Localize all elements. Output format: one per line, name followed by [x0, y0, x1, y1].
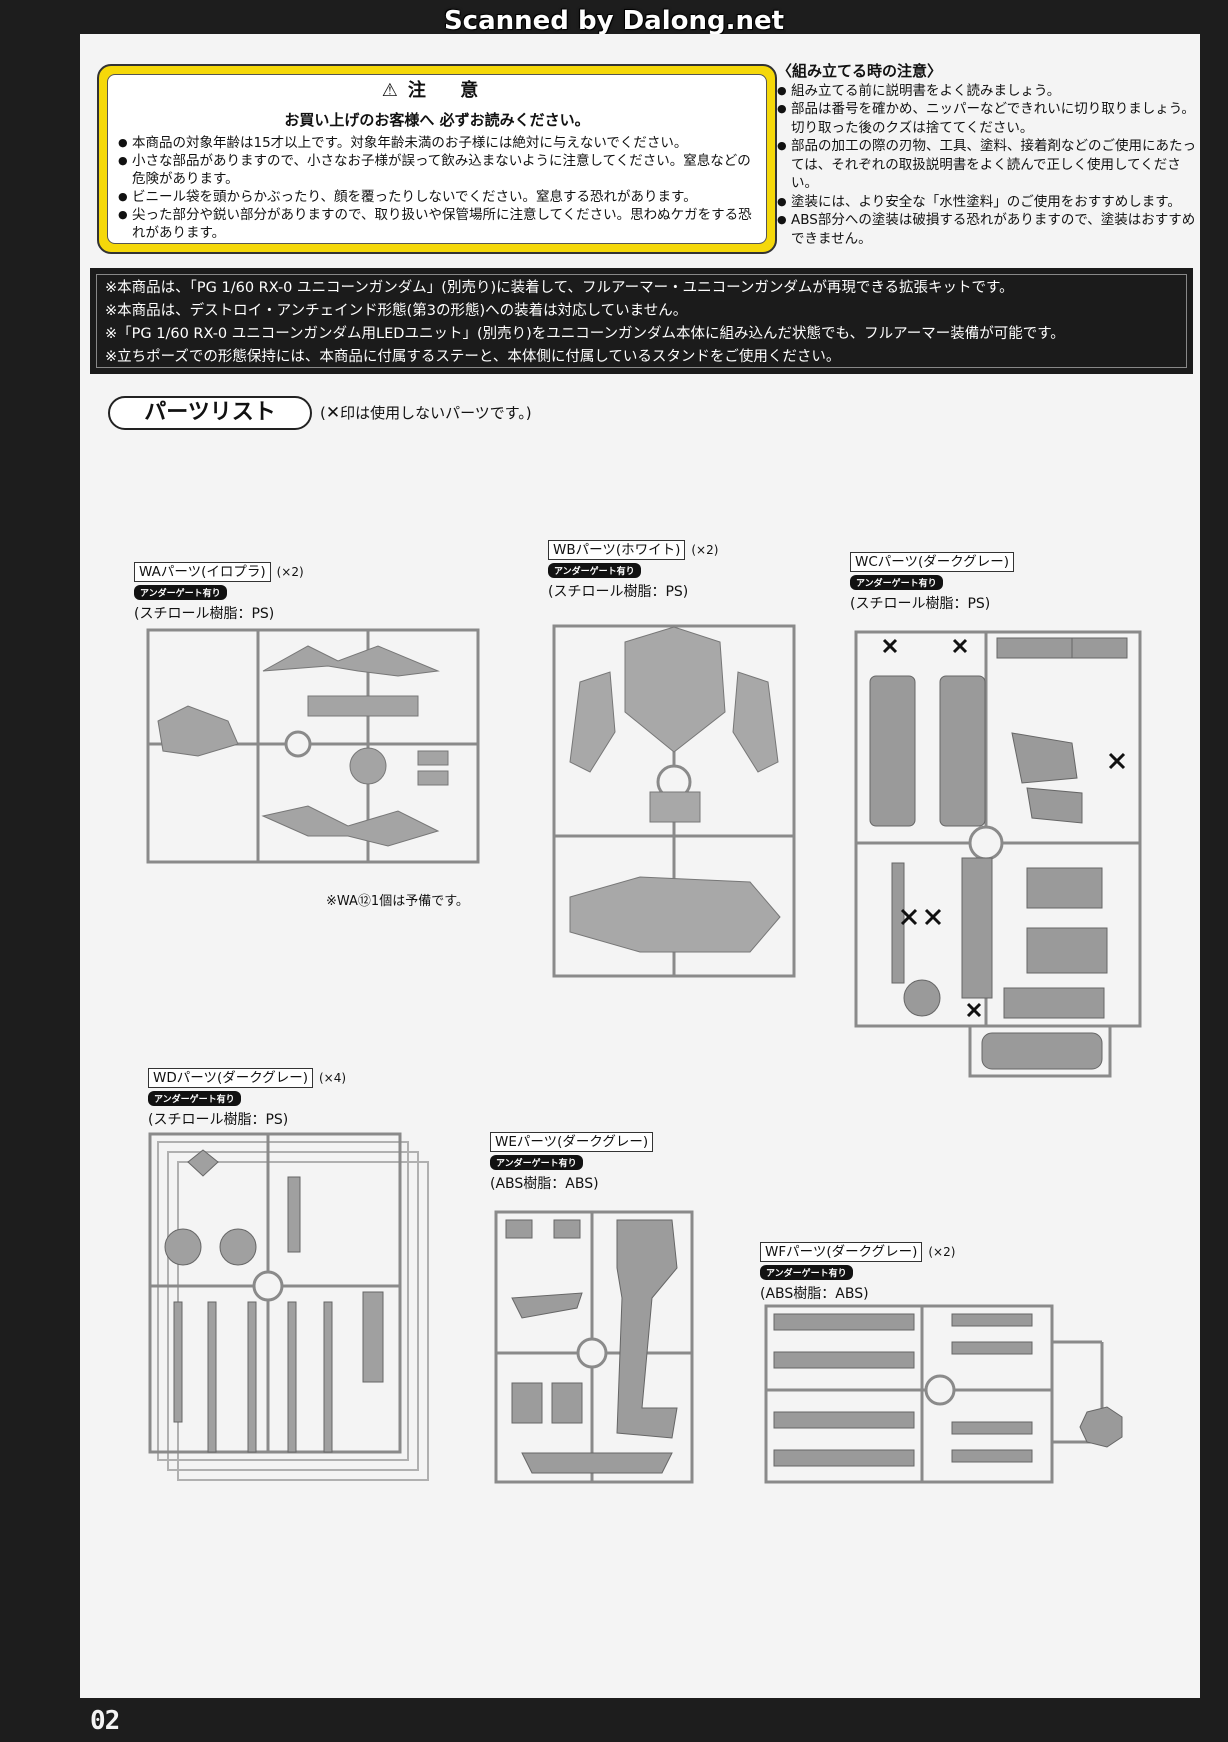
runner-label-we: WEパーツ(ダークグレー) アンダーゲート有り (ABS樹脂：ABS)	[490, 1132, 659, 1193]
under-gate-badge: アンダーゲート有り	[148, 1091, 241, 1106]
assembly-notes: 〈組み立てる時の注意〉 組み立てる前に説明書をよく読みましょう。 部品は番号を確…	[777, 62, 1197, 248]
caution-item: ビニール袋を頭からかぶったり、顔を覆ったりしないでください。窒息する恐れがありま…	[118, 188, 756, 206]
notice-line: ※「PG 1/60 RX-0 ユニコーンガンダム用LEDユニット」(別売り)をユ…	[105, 326, 1065, 342]
under-gate-badge: アンダーゲート有り	[134, 585, 227, 600]
assembly-notes-title: 〈組み立てる時の注意〉	[777, 62, 943, 80]
runner-label-wf: WFパーツ(ダークグレー)(×2) アンダーゲート有り (ABS樹脂：ABS)	[760, 1242, 956, 1302]
runner-wd-drawing	[148, 1132, 429, 1481]
runner-wb-drawing	[552, 624, 796, 978]
page-number: 02	[90, 1706, 120, 1736]
warning-icon: ⚠	[381, 80, 398, 101]
runner-label-wc: WCパーツ(ダークグレー) アンダーゲート有り (スチロール樹脂：PS)	[850, 552, 1020, 613]
parts-list-note: (✕印は使用しないパーツです。)	[320, 403, 532, 423]
runner-wa-drawing	[146, 628, 480, 864]
runner-label-wa: WAパーツ(イロプラ)(×2) アンダーゲート有り (スチロール樹脂：PS)	[134, 562, 304, 622]
under-gate-badge: アンダーゲート有り	[548, 563, 641, 578]
assembly-note-item: 部品の加工の際の刃物、工具、塗料、接着剤などのご使用にあたっては、それぞれの取扱…	[777, 137, 1197, 193]
caution-title: ⚠注 意	[381, 80, 493, 101]
unused-mark-icon: ✕	[325, 403, 341, 423]
watermark: Scanned by Dalong.net	[443, 6, 785, 36]
runner-wf-drawing	[764, 1304, 1123, 1484]
runner-wc-drawing	[854, 630, 1142, 1078]
caution-box: ⚠注 意 お買い上げのお客様へ 必ずお読みください。 本商品の対象年齢は15才以…	[97, 64, 777, 254]
caution-list: 本商品の対象年齢は15才以上です。対象年齢未満のお子様には絶対に与えないでくださ…	[118, 134, 756, 242]
runner-label-wb: WBパーツ(ホワイト)(×2) アンダーゲート有り (スチロール樹脂：PS)	[548, 540, 719, 600]
product-notice: ※本商品は、「PG 1/60 RX-0 ユニコーンガンダム」(別売り)に装着して…	[90, 268, 1193, 374]
parts-list-title: パーツリスト	[108, 396, 312, 430]
spare-part-note: ※WA⑫1個は予備です。	[326, 894, 469, 909]
under-gate-badge: アンダーゲート有り	[850, 575, 943, 590]
assembly-note-item: 塗装には、より安全な「水性塗料」のご使用をおすすめします。	[777, 193, 1197, 212]
runner-we-drawing	[494, 1210, 694, 1484]
caution-item: 小さな部品がありますので、小さなお子様が誤って飲み込まないように注意してください…	[118, 152, 756, 188]
under-gate-badge: アンダーゲート有り	[760, 1265, 853, 1280]
notice-line: ※本商品は、デストロイ・アンチェインド形態(第3の形態)への装着は対応していませ…	[105, 303, 688, 319]
under-gate-badge: アンダーゲート有り	[490, 1155, 583, 1170]
assembly-note-item: 組み立てる前に説明書をよく読みましょう。	[777, 82, 1197, 101]
caution-subtitle: お買い上げのお客様へ 必ずお読みください。	[284, 111, 590, 129]
assembly-note-item: ABS部分への塗装は破損する恐れがありますので、塗装はおすすめできません。	[777, 211, 1197, 248]
assembly-note-item: 部品は番号を確かめ、ニッパーなどできれいに切り取りましょう。切り取った後のクズは…	[777, 100, 1197, 137]
runner-label-wd: WDパーツ(ダークグレー)(×4) アンダーゲート有り (スチロール樹脂：PS)	[148, 1068, 347, 1128]
notice-line: ※本商品は、「PG 1/60 RX-0 ユニコーンガンダム」(別売り)に装着して…	[105, 280, 1014, 296]
caution-item: 本商品の対象年齢は15才以上です。対象年齢未満のお子様には絶対に与えないでくださ…	[118, 134, 756, 152]
notice-line: ※立ちポーズでの形態保持には、本商品に付属するステーと、本体側に付属しているスタ…	[105, 349, 841, 365]
caution-item: 尖った部分や鋭い部分がありますので、取り扱いや保管場所に注意してください。思わぬ…	[118, 206, 756, 242]
